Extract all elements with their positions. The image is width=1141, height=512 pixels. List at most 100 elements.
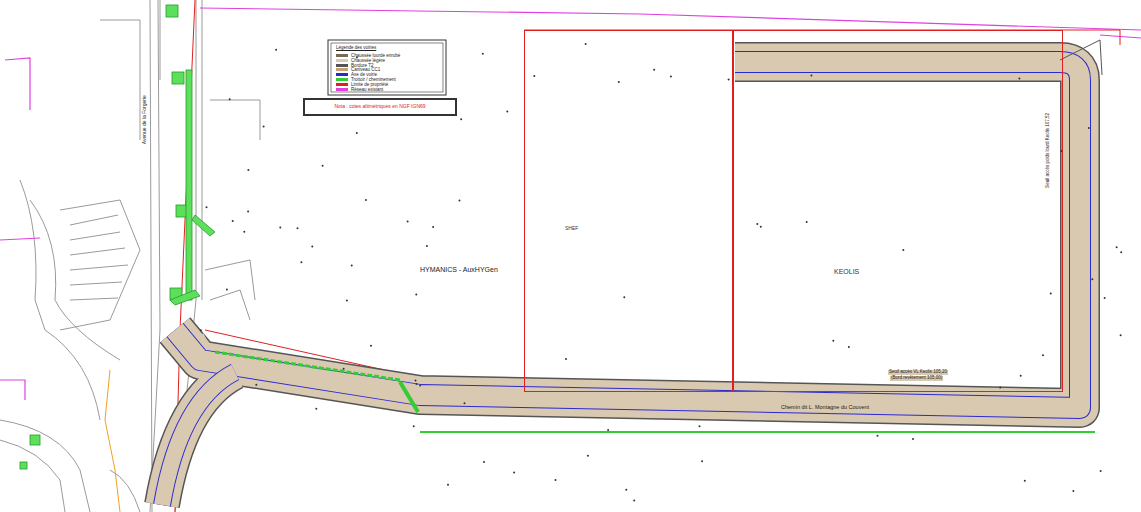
survey-point bbox=[848, 346, 850, 348]
network-line bbox=[105, 370, 120, 512]
survey-point bbox=[877, 435, 879, 437]
survey-point bbox=[343, 368, 345, 370]
parcel-name: SHEF bbox=[565, 226, 578, 232]
survey-point bbox=[275, 49, 277, 51]
survey-point bbox=[756, 223, 758, 225]
survey-points bbox=[200, 43, 1122, 502]
survey-point bbox=[351, 264, 353, 266]
survey-point bbox=[255, 384, 257, 386]
survey-point bbox=[1042, 354, 1044, 356]
street-name: Avenue de la Forgerie bbox=[142, 95, 148, 144]
legend-row: Réseau existant bbox=[336, 87, 383, 92]
level-note: Seuil accès VL Keolis 105,20 bbox=[888, 370, 948, 375]
survey-point bbox=[1104, 297, 1106, 299]
survey-point bbox=[247, 211, 249, 213]
survey-point bbox=[760, 226, 762, 228]
legend-row: Trottoir / cheminement bbox=[336, 77, 396, 82]
survey-point bbox=[206, 206, 208, 208]
avenue-lines bbox=[0, 0, 260, 512]
survey-point bbox=[263, 126, 265, 128]
planting-symbol bbox=[20, 5, 215, 469]
survey-point bbox=[419, 385, 421, 387]
legend-swatch bbox=[336, 88, 348, 91]
parcel: KEOLIS bbox=[733, 30, 1063, 392]
survey-point bbox=[999, 387, 1001, 389]
survey-point bbox=[247, 169, 249, 171]
survey-point bbox=[279, 227, 281, 229]
survey-point bbox=[482, 53, 484, 55]
legend-row: Bordure T2 bbox=[336, 63, 373, 68]
survey-point bbox=[623, 296, 625, 298]
survey-point bbox=[460, 118, 462, 120]
survey-point bbox=[370, 345, 372, 347]
parcel-name: HYMANICS - AuxHYGen bbox=[420, 266, 498, 274]
survey-point bbox=[300, 261, 302, 263]
level-note: Seuil accès poids lourd Keolis 107,52 bbox=[1046, 112, 1051, 189]
survey-point bbox=[810, 75, 812, 77]
survey-point bbox=[1091, 278, 1093, 280]
legend-row: Chaussée lourde enrobé bbox=[336, 53, 400, 58]
legend-frame bbox=[328, 40, 446, 95]
legend-row: Caniveau CC1 bbox=[336, 67, 380, 72]
survey-point bbox=[432, 226, 434, 228]
survey-point bbox=[555, 479, 557, 481]
survey-point bbox=[533, 75, 535, 77]
survey-point bbox=[1120, 251, 1122, 253]
legend-swatch bbox=[336, 83, 348, 86]
survey-point bbox=[356, 132, 358, 134]
survey-point bbox=[670, 76, 672, 78]
survey-point bbox=[415, 293, 417, 295]
legend-row: Chaussée légère bbox=[336, 58, 385, 63]
parcel-name: KEOLIS bbox=[834, 268, 859, 276]
legend-frame bbox=[331, 43, 443, 92]
legend-swatch bbox=[336, 54, 348, 57]
legend-text: Caniveau CC1 bbox=[351, 67, 380, 72]
survey-point bbox=[426, 245, 428, 247]
legend-text: Axe de voirie bbox=[351, 72, 377, 77]
parcel-name: Nota : cotes altimétriques en NGF IGN69 bbox=[334, 104, 425, 110]
survey-point bbox=[459, 199, 461, 201]
survey-point bbox=[407, 220, 409, 222]
legend-text: Réseau existant bbox=[351, 87, 383, 92]
survey-point bbox=[912, 438, 914, 440]
property-line bbox=[175, 0, 1120, 512]
legend-swatch bbox=[336, 68, 348, 71]
survey-point bbox=[1116, 246, 1118, 248]
survey-point bbox=[232, 220, 234, 222]
survey-point bbox=[413, 425, 415, 427]
survey-point bbox=[806, 221, 808, 223]
survey-point bbox=[322, 165, 324, 167]
survey-point bbox=[1018, 78, 1020, 80]
road bbox=[162, 40, 1102, 505]
survey-point bbox=[229, 98, 231, 100]
survey-point bbox=[902, 249, 904, 251]
survey-point bbox=[311, 246, 313, 248]
survey-point bbox=[633, 500, 635, 502]
survey-point bbox=[728, 79, 730, 81]
survey-point bbox=[416, 383, 418, 385]
survey-point bbox=[1024, 480, 1026, 482]
parcel: SHEF bbox=[524, 30, 733, 392]
survey-point bbox=[243, 231, 245, 233]
survey-point bbox=[365, 199, 367, 201]
legend-text: Chaussée lourde enrobé bbox=[351, 53, 400, 58]
survey-point bbox=[1020, 375, 1022, 377]
legend-text: Trottoir / cheminement bbox=[351, 77, 396, 82]
survey-point bbox=[701, 460, 703, 462]
legend-swatch bbox=[336, 59, 348, 62]
legend-title: Légende des voiries bbox=[336, 46, 376, 51]
legend-swatch bbox=[336, 78, 348, 81]
survey-point bbox=[1088, 127, 1090, 129]
survey-point bbox=[315, 408, 317, 410]
survey-point bbox=[464, 402, 466, 404]
survey-point bbox=[1100, 470, 1102, 472]
survey-point bbox=[587, 455, 589, 457]
survey-point bbox=[506, 110, 508, 112]
survey-point bbox=[699, 425, 701, 427]
legend-swatch bbox=[336, 64, 348, 67]
survey-point bbox=[447, 484, 449, 486]
survey-point bbox=[297, 227, 299, 229]
survey-point bbox=[625, 489, 627, 491]
survey-point bbox=[565, 358, 567, 360]
